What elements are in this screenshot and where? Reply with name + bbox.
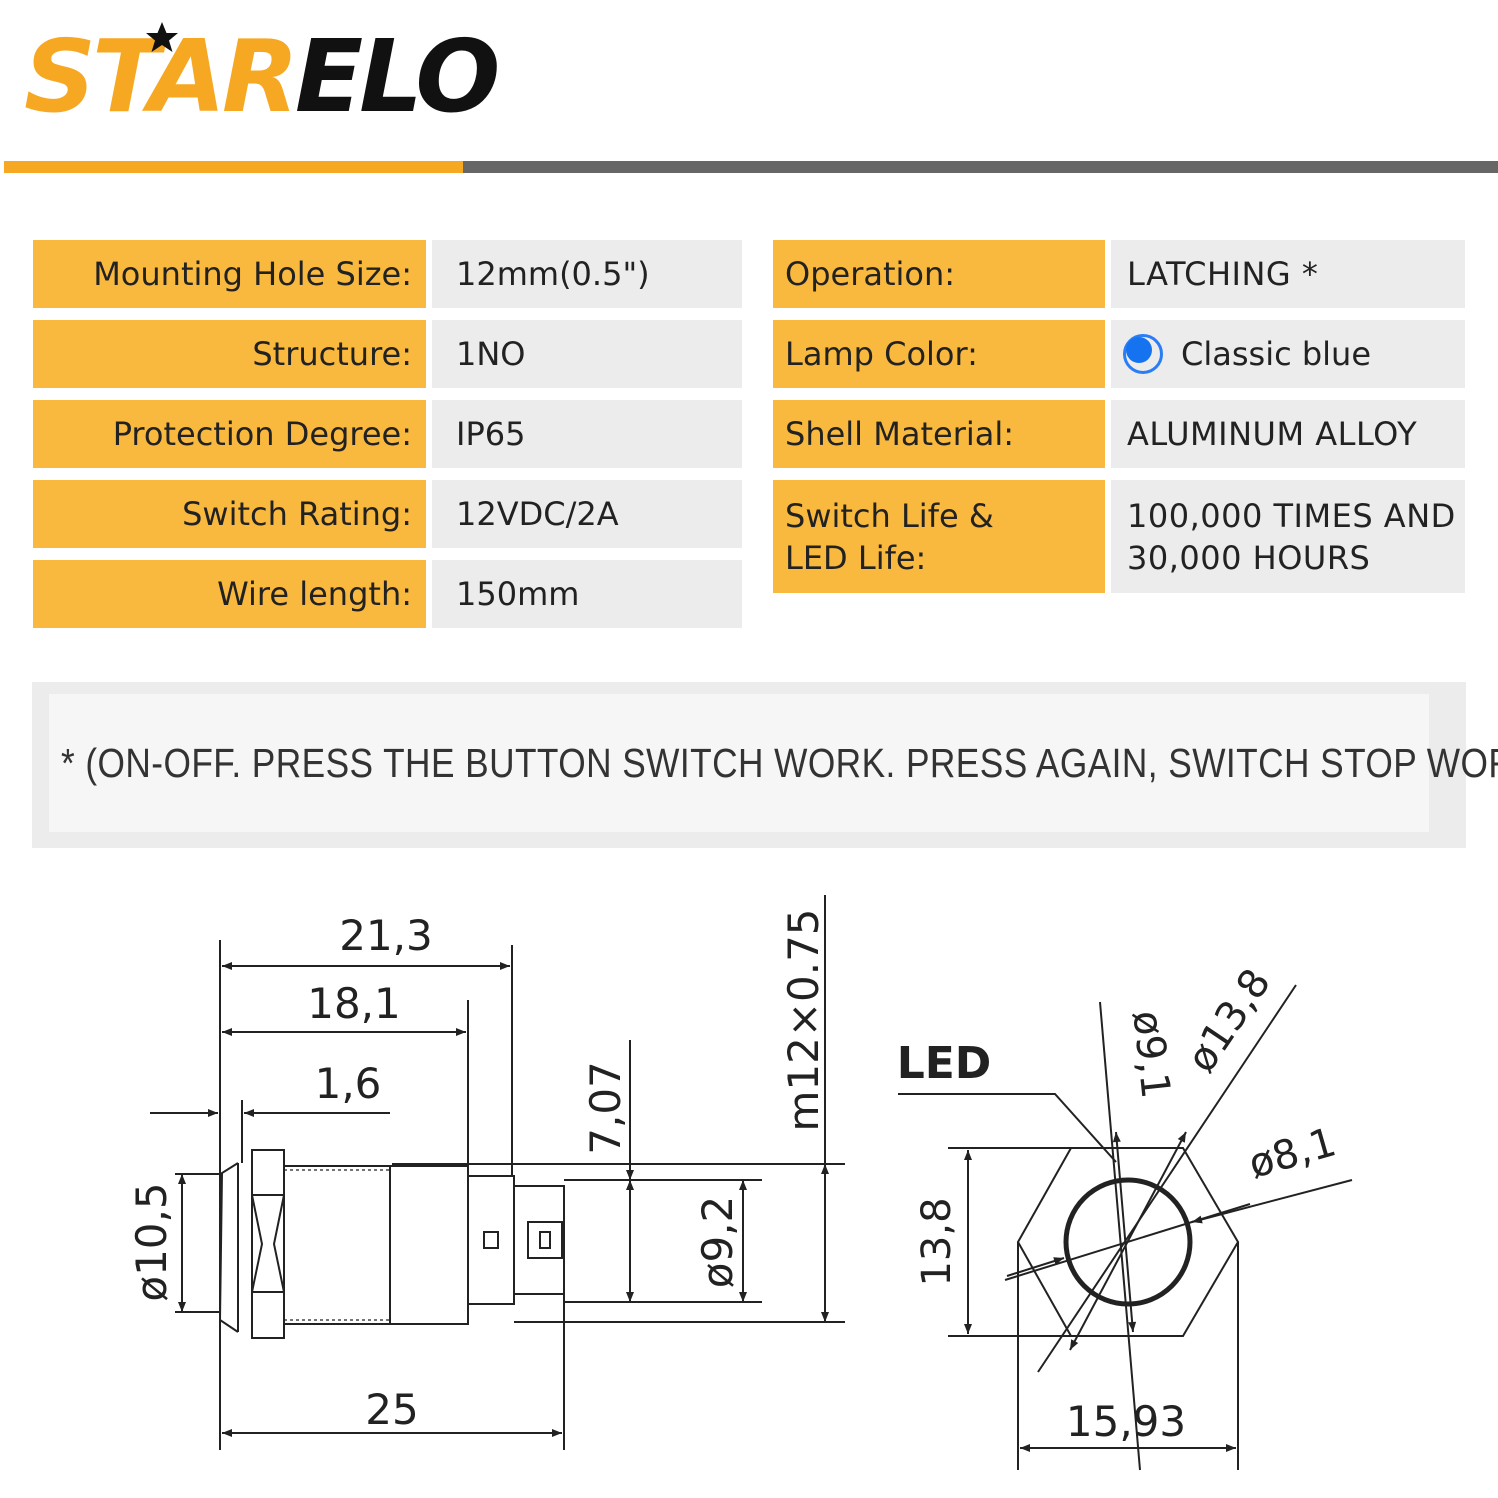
spec-value-life-line1: 100,000 TIMES AND (1127, 496, 1456, 535)
brand-logo: STARELO (24, 22, 500, 132)
dim-inner-diameter: ø8,1 (1244, 1119, 1341, 1187)
dim-overall-length: 25 (365, 1385, 418, 1434)
dim-terminal-offset: 7,07 (581, 1061, 630, 1155)
spec-label-life-line1: Switch Life & (785, 496, 994, 535)
spec-label-wire-length: Wire length: (33, 560, 426, 628)
spec-label-lamp-color: Lamp Color: (773, 320, 1105, 388)
note-panel: * (ON-OFF. PRESS THE BUTTON SWITCH WORK.… (49, 694, 1498, 832)
spec-value-mounting-hole: 12mm(0.5") (432, 240, 742, 308)
dim-outer-diameter: ø13,8 (1178, 961, 1280, 1081)
spec-label-shell-material: Shell Material: (773, 400, 1105, 468)
dim-thread: m12×0.75 (779, 908, 828, 1131)
dim-head-diameter: ø10,5 (127, 1182, 176, 1301)
spec-label-operation: Operation: (773, 240, 1105, 308)
spec-value-switch-rating: 12VDC/2A (432, 480, 742, 548)
header-rule-accent (4, 161, 464, 173)
spec-label-switch-rating: Switch Rating: (33, 480, 426, 548)
spec-label-life-line2: LED Life: (785, 538, 927, 577)
spec-label-protection: Protection Degree: (33, 400, 426, 468)
dim-body-length: 18,1 (307, 979, 401, 1028)
dim-ring-diameter: ø9,1 (1123, 1008, 1178, 1100)
dim-total-length: 21,3 (339, 911, 433, 960)
dim-flat-height: 13,8 (914, 1197, 960, 1286)
header-rule (463, 161, 1498, 173)
spec-value-operation: LATCHING * (1111, 240, 1465, 308)
spec-value-lamp-color: Classic blue (1111, 320, 1465, 388)
brand-logo-part-b: ELO (294, 18, 500, 135)
spec-value-life: 100,000 TIMES AND 30,000 HOURS (1111, 480, 1465, 593)
star-icon (146, 22, 178, 52)
dimension-drawing: 21,3 18,1 1,6 7,07 m12×0.75 ø10,5 ø9,2 2… (127, 895, 1353, 1471)
dim-terminal-diameter: ø9,2 (693, 1196, 742, 1289)
spec-value-shell-material: ALUMINUM ALLOY (1111, 400, 1465, 468)
spec-label-structure: Structure: (33, 320, 426, 388)
spec-value-protection: IP65 (432, 400, 742, 468)
spec-value-life-line2: 30,000 HOURS (1127, 538, 1371, 577)
spec-value-wire-length: 150mm (432, 560, 742, 628)
led-label: LED (897, 1038, 992, 1089)
operation-note: * (ON-OFF. PRESS THE BUTTON SWITCH WORK.… (61, 739, 1498, 786)
lamp-color-swatch (1123, 334, 1163, 374)
dim-head-length: 1,6 (315, 1059, 382, 1108)
spec-value-structure: 1NO (432, 320, 742, 388)
spec-label-life: Switch Life & LED Life: (773, 480, 1105, 593)
dim-hex-width: 15,93 (1066, 1397, 1186, 1446)
lamp-color-text: Classic blue (1181, 335, 1372, 373)
spec-label-mounting-hole: Mounting Hole Size: (33, 240, 426, 308)
